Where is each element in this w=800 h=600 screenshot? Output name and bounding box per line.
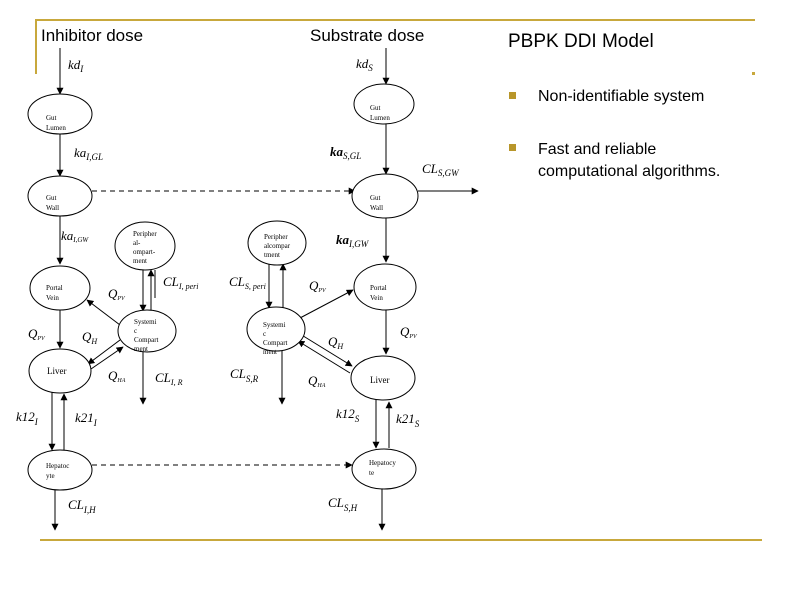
bullet-text-1: Non-identifiable system [538, 86, 704, 108]
slide-title: PBPK DDI Model [508, 31, 654, 52]
ka-i-gw-s-label: kaI,GW [336, 232, 370, 249]
ka-i-gl-label: kaI,GL [74, 145, 103, 162]
q-pv-s-right-label: QPV [400, 324, 418, 340]
bottom-rule [40, 539, 762, 541]
bullet-1-line-1: Non-identifiable system [538, 88, 705, 105]
top-rule [35, 19, 755, 21]
q-ha-i-label: QHA [108, 368, 126, 384]
cl-s-gw-label: CLS,GW [422, 161, 460, 178]
bullet-2-line-1: Fast and reliable [538, 141, 657, 158]
cl-s-peri-label: CLS, peri [229, 274, 266, 291]
k21-s-label: k21S [396, 411, 420, 429]
hepatocyte-node-s [351, 448, 417, 490]
q-ha-s-label: QHA [308, 373, 326, 389]
systemic-node-s [246, 306, 306, 352]
q-pv-i-top-label: QPV [108, 286, 126, 302]
portal-vein-node-s [353, 263, 417, 311]
q-pv-i-left-label: QPV [28, 326, 46, 342]
q-pv-s-top-label: QPV [309, 278, 327, 294]
gut-wall-node-s [351, 173, 419, 219]
left-rule [35, 19, 37, 74]
systemic-node-i [117, 309, 177, 353]
arrow-systemic-to-liver-i [87, 339, 121, 365]
cl-i-h-label: CLI,H [68, 497, 96, 515]
inhibitor-dose-header: Inhibitor dose [41, 26, 144, 45]
ka-s-gl-label: kaS,GL [330, 144, 361, 161]
kd-s-label: kdS [356, 56, 373, 73]
gut-lumen-node-i [27, 93, 93, 135]
kd-i-label: kdI [68, 57, 84, 74]
cl-s-h-label: CLS,H [328, 495, 358, 513]
bullet-marker-2 [509, 144, 516, 151]
arrow-liver-to-systemic-i [90, 346, 124, 370]
liver-node-i [28, 348, 92, 394]
gut-lumen-node-s [353, 83, 415, 125]
substrate-dose-header: Substrate dose [310, 26, 425, 45]
peripheral-node-s [247, 220, 307, 266]
arrow-systemic-to-liver-s [299, 333, 353, 367]
q-h-i-label: QH [82, 329, 98, 346]
k12-i-label: k12I [16, 409, 39, 427]
peripheral-node-i [114, 221, 176, 271]
portal-vein-node-i [29, 265, 91, 311]
q-h-s-label: QH [328, 334, 344, 351]
bullet-2-line-2: computational algorithms. [538, 163, 721, 180]
gut-wall-node-i [27, 175, 93, 217]
cl-s-r-label: CLS,R [230, 366, 259, 384]
arrow-liver-to-systemic-s [297, 340, 351, 374]
liver-node-s [350, 355, 416, 401]
k21-i-label: k21I [75, 410, 98, 428]
cl-i-peri-label: CLI, peri [163, 274, 198, 291]
cl-i-r-label: CLI, R [155, 370, 183, 387]
arrow-systemic-to-portal-vein-s [299, 289, 354, 319]
hepatocyte-node-i [27, 449, 93, 491]
bullet-marker-1 [509, 92, 516, 99]
k12-s-label: k12S [336, 406, 360, 424]
ka-i-gw-label: kaI,GW [61, 228, 89, 244]
liver-label-i: Liver [47, 366, 67, 376]
arrow-systemic-to-portal-vein-i [86, 299, 121, 326]
right-tick [752, 72, 755, 75]
liver-label-s: Liver [370, 375, 390, 385]
bullet-text-2: Fast and reliable computational algorith… [538, 139, 720, 183]
